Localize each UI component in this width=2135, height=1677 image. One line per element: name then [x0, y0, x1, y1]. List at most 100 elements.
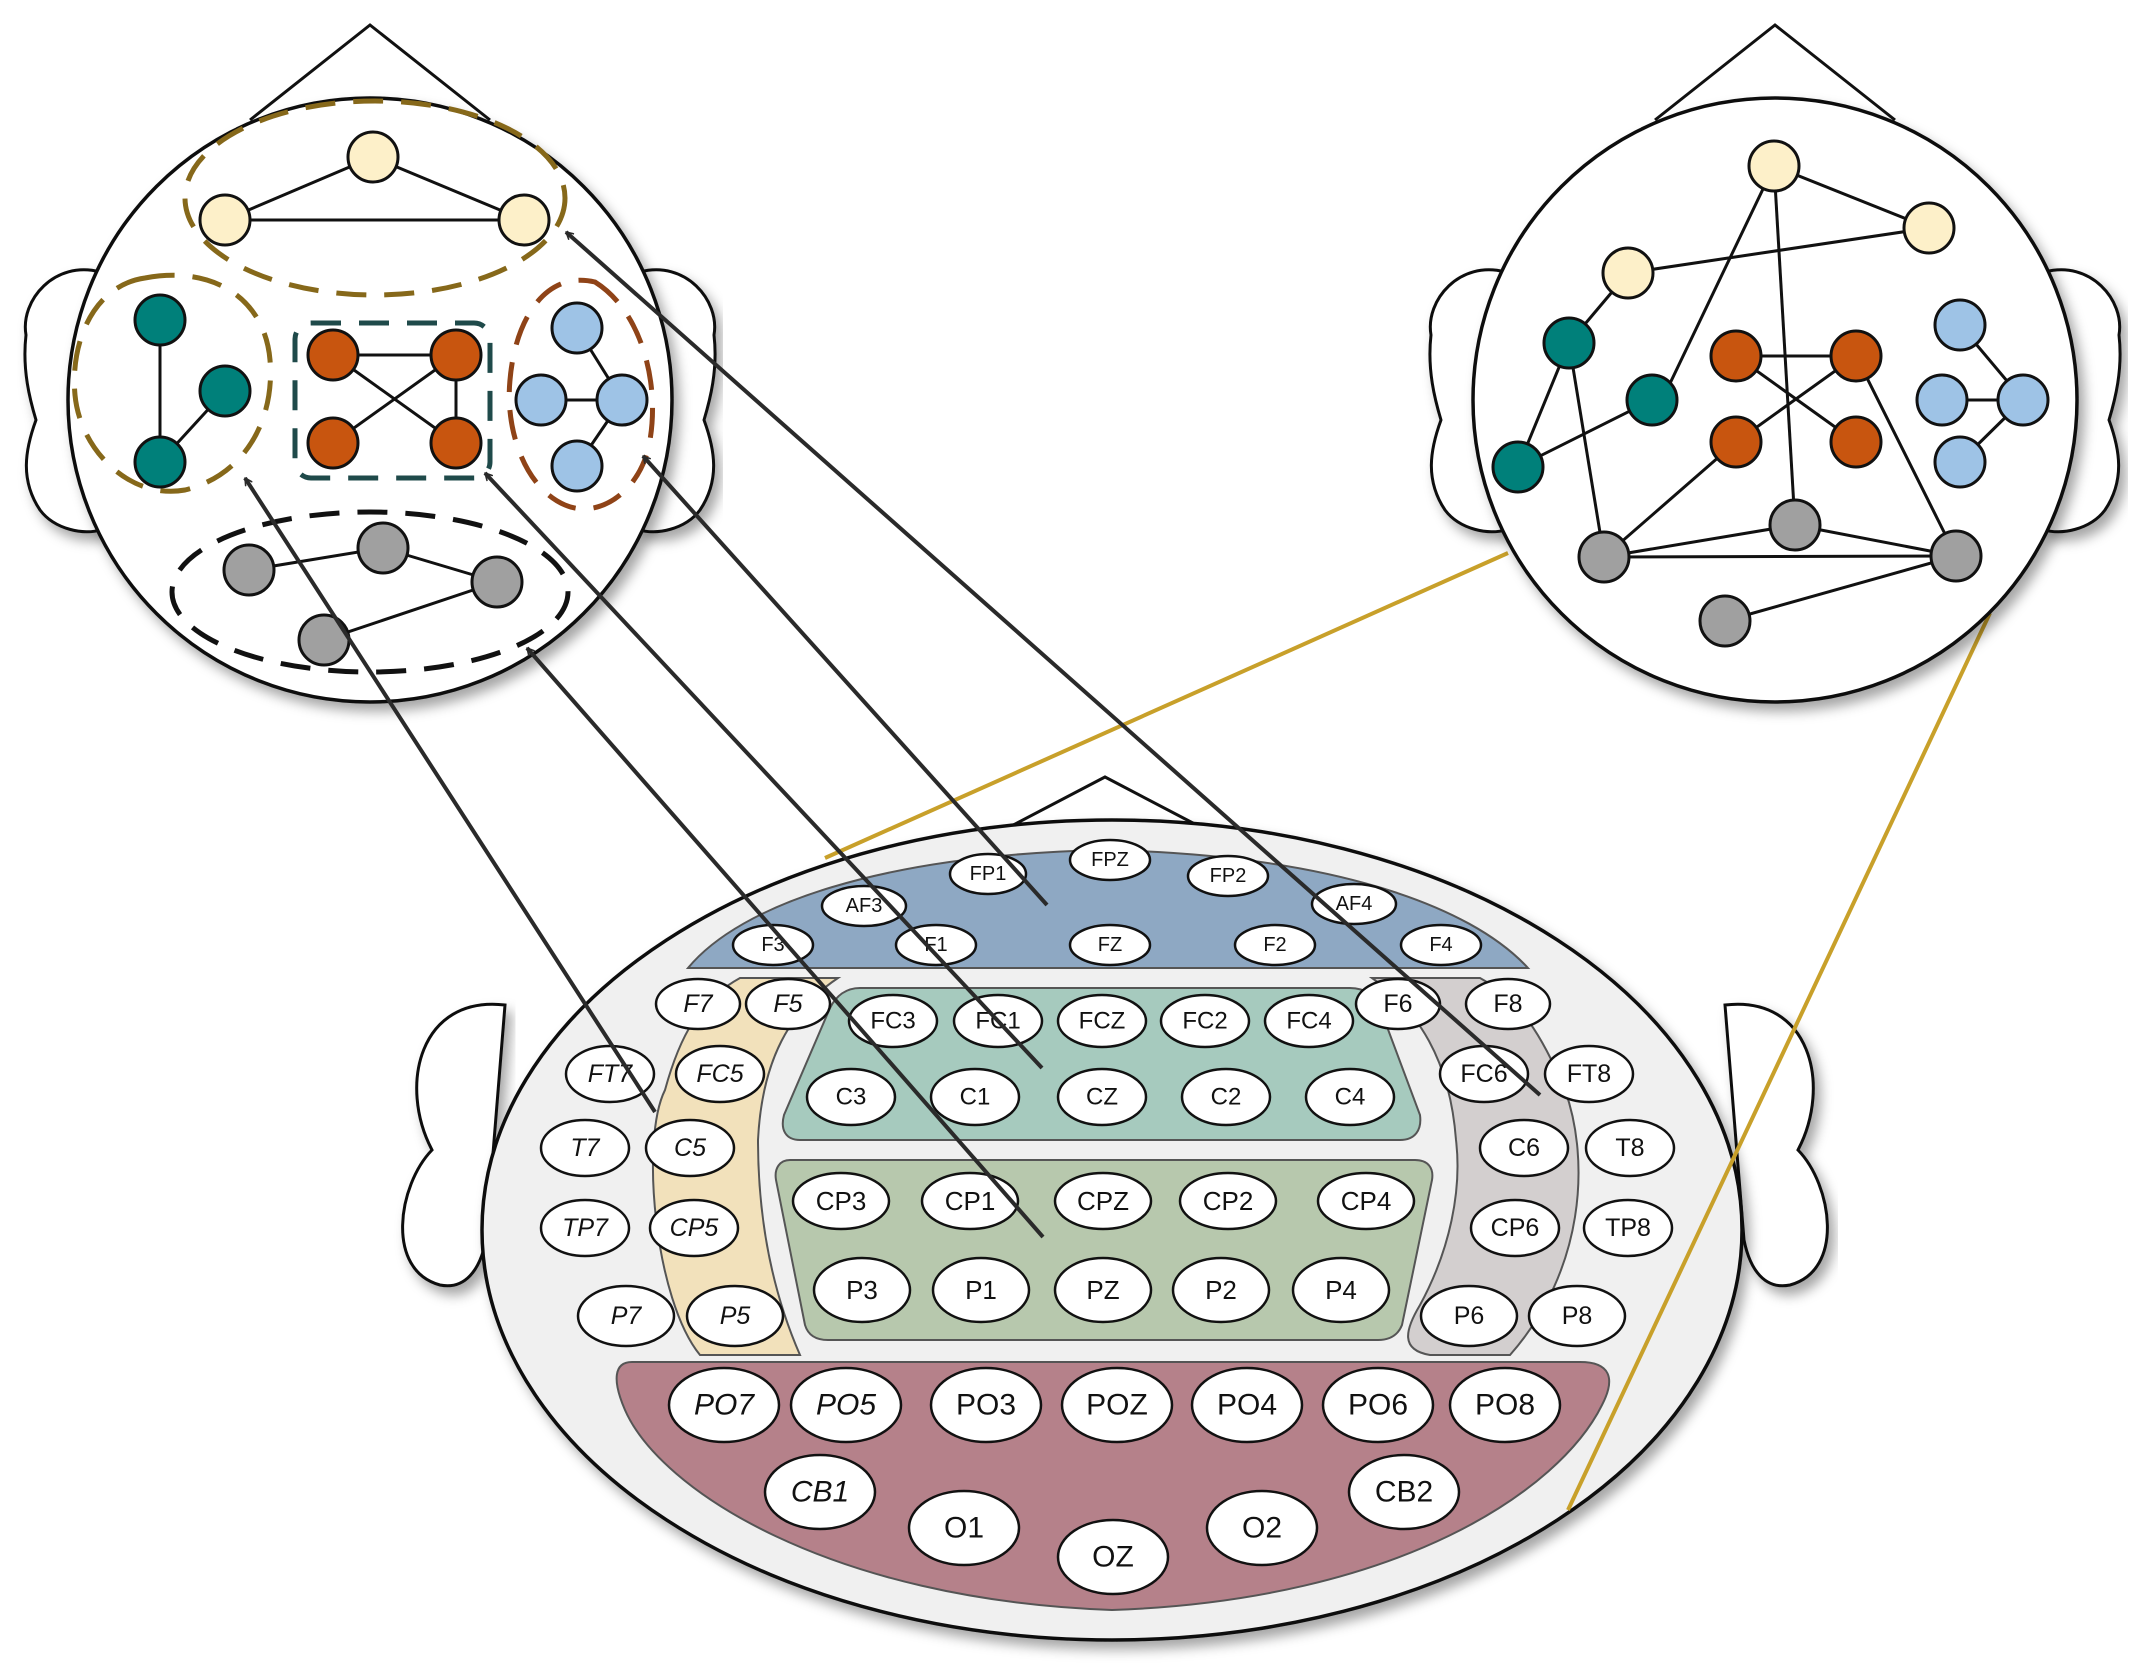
electrode-label: TP7	[562, 1214, 609, 1242]
electrode-label: PO5	[816, 1389, 876, 1422]
electrode-circle	[1448, 1366, 1562, 1444]
electrode-circle	[1584, 1118, 1676, 1178]
electrode-p3: P3	[812, 1256, 912, 1324]
graph-node-right-temporal	[514, 373, 568, 427]
electrode-f3: F3	[731, 923, 815, 967]
electrode-c5: C5	[644, 1118, 736, 1178]
electrode-label: PO3	[956, 1389, 1016, 1422]
electrode-t8: T8	[1584, 1118, 1676, 1178]
electrode-circle	[1304, 1067, 1396, 1127]
electrode-circle	[789, 1366, 903, 1444]
left-graph-nodes	[133, 130, 649, 667]
electrode-circle	[1053, 1171, 1153, 1231]
electrode-circle	[1291, 1256, 1391, 1324]
graph-node-central	[429, 328, 483, 382]
electrode-fp1: FP1	[948, 852, 1028, 896]
electrode-p7: P7	[576, 1284, 676, 1348]
electrode-circle	[744, 977, 832, 1031]
graph-node-right-temporal	[1933, 435, 1987, 489]
electrode-c4: C4	[1304, 1067, 1396, 1127]
electrode-circle	[1159, 993, 1251, 1049]
graph-node-left-temporal	[133, 293, 187, 347]
electrode-circle	[1180, 1067, 1272, 1127]
electrode-circle	[847, 993, 939, 1049]
electrode-label: PO8	[1475, 1389, 1535, 1422]
electrode-fz: FZ	[1068, 923, 1152, 967]
electrode-c2: C2	[1180, 1067, 1272, 1127]
electrode-circle	[1171, 1256, 1271, 1324]
electrode-label: FP2	[1210, 865, 1247, 887]
electrode-circle	[1205, 1489, 1319, 1567]
region-mapping-arrows	[243, 230, 1542, 1239]
zoom-connector-right	[1566, 612, 1992, 1511]
electrode-o2: O2	[1205, 1489, 1319, 1567]
electrode-circle	[1316, 1171, 1416, 1231]
electrode-label: FCZ	[1079, 1008, 1126, 1035]
electrode-label: PO7	[694, 1389, 755, 1422]
electrode-circle	[1527, 1284, 1627, 1348]
graph-node-occipital	[297, 613, 351, 667]
electrode-circle	[1582, 1198, 1674, 1258]
electrode-circle	[812, 1256, 912, 1324]
graph-node-central	[306, 328, 360, 382]
electrode-label: C6	[1508, 1134, 1540, 1162]
electrode-circle	[539, 1118, 631, 1178]
left-head-nose	[249, 23, 491, 122]
electrode-circle	[1321, 1366, 1435, 1444]
graph-node-central	[1709, 329, 1763, 383]
electrode-po5: PO5	[789, 1366, 903, 1444]
electrode-cp5: CP5	[648, 1198, 740, 1258]
electrode-label: F6	[1383, 990, 1412, 1018]
electrode-label: F4	[1429, 934, 1452, 956]
electrode-label: TP8	[1605, 1214, 1651, 1242]
electrode-cpz: CPZ	[1053, 1171, 1153, 1231]
electrode-tp7: TP7	[539, 1198, 631, 1258]
graph-node-occipital	[1698, 594, 1752, 648]
electrode-circle	[1178, 1171, 1278, 1231]
electrode-label: PZ	[1086, 1275, 1119, 1305]
electrode-label: CP2	[1203, 1186, 1254, 1216]
electrode-fc3: FC3	[847, 993, 939, 1049]
electrode-circle	[907, 1489, 1021, 1567]
graph-node-right-temporal	[1915, 373, 1969, 427]
electrode-label: P8	[1562, 1302, 1593, 1330]
electrode-label: P4	[1325, 1275, 1357, 1305]
graph-node-left-temporal	[1542, 316, 1596, 370]
electrode-po6: PO6	[1321, 1366, 1435, 1444]
graph-node-occipital	[1577, 530, 1631, 584]
electrode-po7: PO7	[667, 1366, 781, 1444]
graph-node-occipital	[222, 543, 276, 597]
electrode-label: FT8	[1567, 1060, 1611, 1088]
electrode-tp8: TP8	[1582, 1198, 1674, 1258]
electrode-circle	[1263, 993, 1355, 1049]
electrode-fp2: FP2	[1186, 854, 1270, 898]
electrode-label: C2	[1211, 1084, 1242, 1111]
right-ear	[1723, 1002, 1829, 1288]
electrode-label: P6	[1454, 1302, 1485, 1330]
electrode-circle	[1464, 977, 1552, 1031]
electrode-label: CP6	[1491, 1214, 1540, 1242]
electrode-label: O1	[944, 1512, 984, 1545]
electrode-label: O2	[1242, 1512, 1282, 1545]
arrow-fronto-central-to-group	[483, 471, 1044, 1070]
electrode-t7: T7	[539, 1118, 631, 1178]
electrode-circle	[539, 1198, 631, 1258]
electrode-label: CP3	[816, 1186, 867, 1216]
electrode-cp1: CP1	[920, 1171, 1020, 1231]
electrode-circle	[1347, 1453, 1461, 1531]
electrode-f7: F7	[654, 977, 742, 1031]
electrode-fc5: FC5	[674, 1044, 766, 1104]
electrode-circle	[1068, 923, 1152, 967]
graph-node-central	[1709, 415, 1763, 469]
electrode-circle	[1056, 1518, 1170, 1596]
electrode-circle	[667, 1366, 781, 1444]
arrow-left-temporal-to-group	[243, 476, 657, 1114]
electrode-label: AF4	[1336, 893, 1373, 915]
electrode-circle	[820, 884, 908, 928]
electrode-label: FT7	[588, 1060, 634, 1088]
graph-node-right-temporal	[550, 439, 604, 493]
electrode-circle	[791, 1171, 891, 1231]
electrode-circle	[1060, 1366, 1174, 1444]
